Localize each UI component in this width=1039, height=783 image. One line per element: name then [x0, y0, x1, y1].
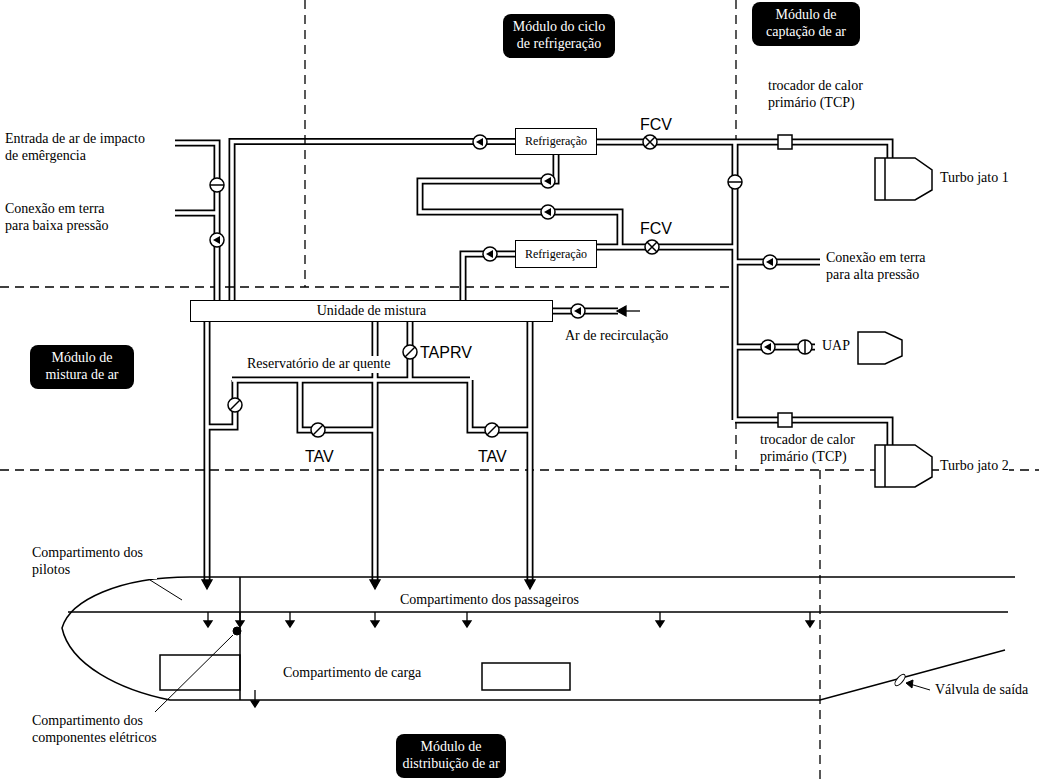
air-pipes [175, 142, 890, 580]
pipe-line [232, 142, 515, 302]
part-label: Turbo jato 2 [940, 458, 1009, 475]
part-label: Compartimento de carga [283, 665, 421, 682]
part-label: trocador de calor primário (TCP) [760, 432, 865, 466]
part-label: Válvula de saída [935, 682, 1028, 699]
refrigeration-unit: Refrigeração [515, 128, 597, 155]
node-text: Módulo do ciclo de refrigeração [509, 19, 609, 53]
module-tag: Módulo de distribuição de ar [396, 734, 506, 778]
heat-exchangers [778, 135, 792, 427]
node-text: Módulo de captação de ar [758, 7, 854, 41]
node-text: Refrigeração [525, 134, 587, 148]
part-label: UAP [822, 338, 850, 355]
refrigeration-unit: Refrigeração [515, 240, 597, 268]
part-label: Compartimento dos passageiros [400, 592, 579, 609]
flow-arrows [202, 306, 814, 707]
part-label: Reservatório de ar quente [247, 356, 390, 373]
valve-symbols [210, 135, 812, 437]
part-label: Ar de recirculação [565, 328, 668, 345]
leader-lines [150, 580, 930, 712]
node-text: Unidade de mistura [317, 303, 427, 320]
node-text: Módulo de mistura de ar [36, 350, 128, 384]
module-tag: Módulo de mistura de ar [30, 345, 134, 389]
module-tag: Módulo do ciclo de refrigeração [503, 14, 615, 58]
part-label: Conexão em terra para baixa pressão [5, 201, 130, 235]
part-label: trocador de calor primário (TCP) [768, 78, 898, 112]
node-text: Refrigeração [525, 247, 587, 261]
valve-tag: FCV [640, 115, 672, 134]
pipe-connector [232, 142, 515, 302]
part-label: Turbo jato 1 [940, 170, 1009, 187]
engines [858, 158, 932, 487]
fuselage-outline [62, 577, 1015, 700]
part-label: Compartimento dos componentes elétricos [32, 713, 197, 747]
node-text: Módulo de distribuição de ar [402, 739, 500, 773]
valve-tag: FCV [640, 219, 672, 238]
module-tag: Módulo de captação de ar [752, 2, 860, 46]
part-label: Compartimento dos pilotos [32, 545, 157, 579]
valve-tag: TAV [305, 447, 334, 466]
pipe-line [232, 142, 515, 302]
valve-tag: TAV [478, 447, 507, 466]
valve-tag: TAPRV [420, 343, 472, 362]
part-label: Conexão em terra para alta pressão [826, 250, 951, 284]
mixing-unit: Unidade de mistura [190, 300, 553, 322]
part-label: Entrada de ar de impacto de emêrgencia [5, 131, 150, 165]
